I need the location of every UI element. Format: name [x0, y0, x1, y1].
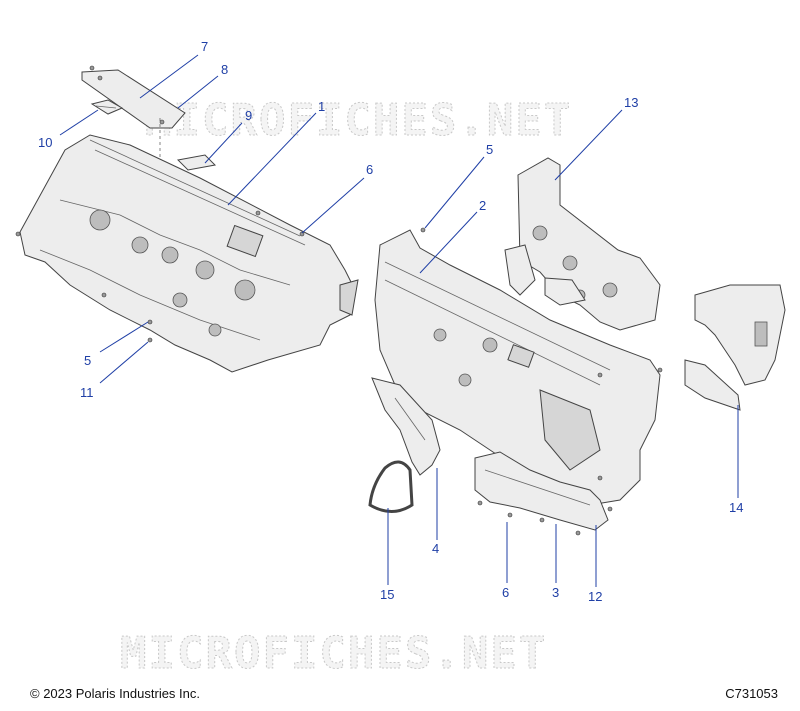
part-main-panel [15, 134, 359, 373]
callout-label: 15 [380, 587, 394, 602]
part-small-plate [90, 99, 124, 115]
callout-label: 11 [80, 385, 94, 400]
part-bracket [176, 154, 217, 171]
callout-label: 8 [221, 62, 228, 77]
copyright-text: © 2023 Polaris Industries Inc. [30, 686, 200, 701]
callout-label: 6 [366, 162, 373, 177]
callout-label: 1 [318, 99, 325, 114]
callout-label: 3 [552, 585, 559, 600]
part-seal-ring [368, 460, 414, 513]
part-lower-left-insulation [371, 377, 441, 476]
watermark-bottom: MICROFICHES.NET [120, 628, 547, 679]
watermark-top: MICROFICHES.NET [145, 95, 572, 146]
callout-label: 13 [624, 95, 638, 110]
callout-label: 9 [245, 108, 252, 123]
callout-label: 5 [486, 142, 493, 157]
callout-label: 10 [38, 135, 52, 150]
figure-code: C731053 [725, 686, 778, 701]
callout-label: 4 [432, 541, 439, 556]
part-right-insulation [684, 284, 786, 411]
callout-label: 12 [588, 589, 602, 604]
leader-lines [59, 54, 739, 587]
callout-label: 14 [729, 500, 743, 515]
callout-label: 7 [201, 39, 208, 54]
callout-label: 2 [479, 198, 486, 213]
callout-label: 5 [84, 353, 91, 368]
part-lower-trim [474, 451, 613, 536]
part-top-plate [81, 65, 186, 129]
part-upper-insulation [504, 157, 661, 331]
callout-numbers: 7 8 1 9 10 6 5 13 2 5 11 14 4 15 6 3 12 [38, 39, 743, 604]
callout-label: 6 [502, 585, 509, 600]
